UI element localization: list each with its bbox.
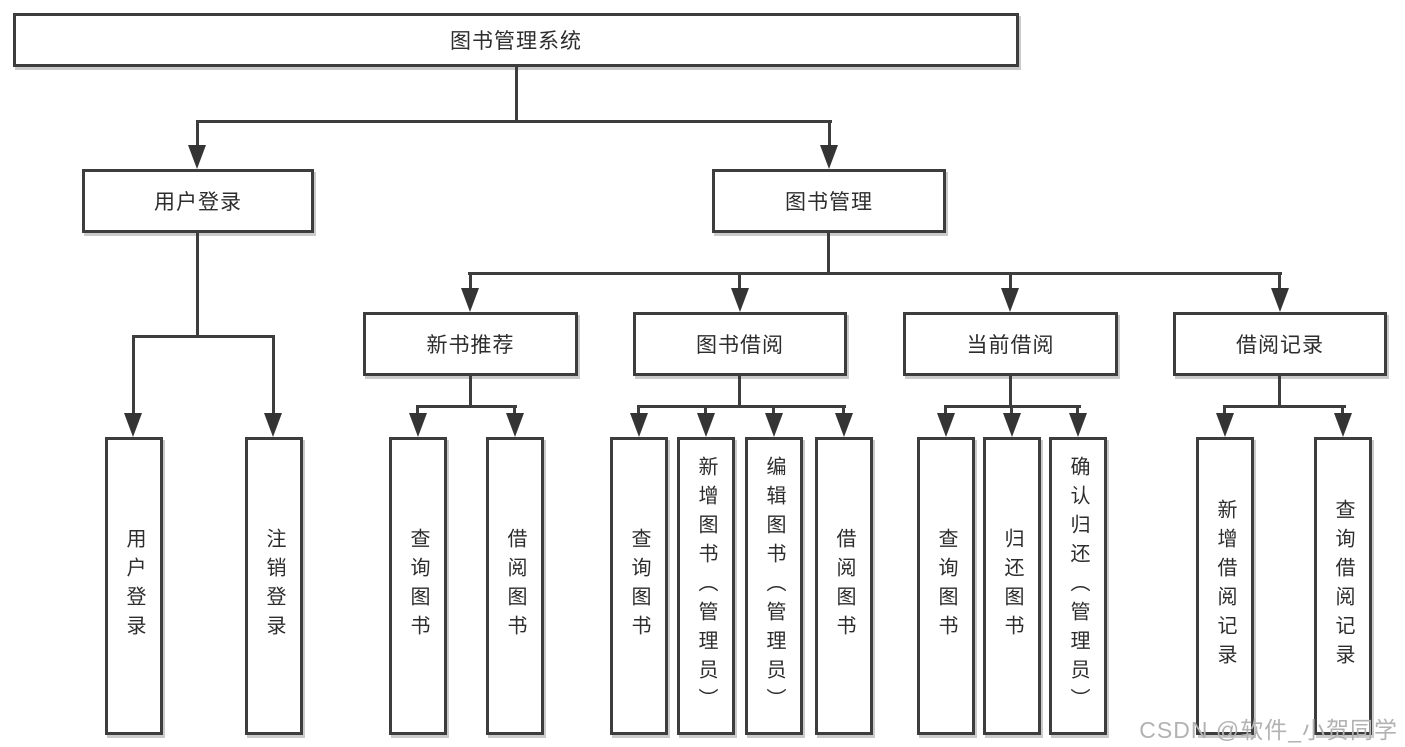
arrowhead-icon [1069, 413, 1087, 437]
connector-line [515, 66, 518, 122]
leaf-return-books: 归还图书 [983, 437, 1041, 735]
connector-line [196, 122, 199, 150]
leaf-query-books-1-label: 查询图书 [407, 528, 429, 644]
node-book-borrowing: 图书借阅 [633, 312, 847, 376]
arrowhead-icon [124, 413, 142, 437]
connector-line [704, 407, 707, 416]
leaf-borrow-books-1-label: 借阅图书 [504, 528, 526, 644]
node-borrowing-records-label: 借阅记录 [1236, 334, 1324, 357]
connector-line [196, 120, 832, 123]
connector-line [637, 405, 846, 408]
arrowhead-icon [1003, 413, 1021, 437]
leaf-edit-books-admin-label: 编辑图书（管理员） [763, 455, 785, 717]
connector-line [828, 122, 831, 150]
connector-line [738, 274, 741, 290]
connector-line [842, 407, 845, 416]
connector-line [738, 375, 741, 407]
node-new-book-recommend-label: 新书推荐 [426, 334, 515, 357]
node-current-borrowing: 当前借阅 [903, 312, 1118, 376]
connector-line [1223, 405, 1346, 408]
connector-line [132, 337, 135, 415]
arrowhead-icon [461, 288, 479, 312]
connector-line [1278, 375, 1281, 407]
node-root: 图书管理系统 [13, 13, 1019, 67]
leaf-query-books-2: 查询图书 [610, 437, 668, 735]
arrowhead-icon [506, 413, 524, 437]
connector-line [469, 274, 472, 290]
leaf-query-borrow-record: 查询借阅记录 [1314, 437, 1372, 735]
node-new-book-recommend: 新书推荐 [363, 312, 578, 376]
leaf-query-books-2-label: 查询图书 [628, 528, 650, 644]
connector-line [637, 407, 640, 416]
leaf-borrow-books-1: 借阅图书 [486, 437, 544, 735]
node-book-management: 图书管理 [712, 169, 946, 233]
leaf-query-books-1: 查询图书 [389, 437, 447, 735]
arrowhead-icon [697, 413, 715, 437]
arrowhead-icon [1334, 413, 1352, 437]
leaf-logout-label: 注销登录 [263, 528, 285, 644]
leaf-query-borrow-record-label: 查询借阅记录 [1332, 499, 1354, 673]
node-current-borrowing-label: 当前借阅 [966, 334, 1055, 357]
leaf-borrow-books-2: 借阅图书 [815, 437, 873, 735]
connector-line [944, 407, 947, 416]
leaf-borrow-books-2-label: 借阅图书 [833, 528, 855, 644]
arrowhead-icon [731, 288, 749, 312]
connector-line [1076, 407, 1079, 416]
connector-line [469, 375, 472, 407]
node-borrowing-records: 借阅记录 [1173, 312, 1387, 376]
node-user-login-label: 用户登录 [154, 191, 242, 214]
connector-line [416, 407, 419, 416]
leaf-add-borrow-record: 新增借阅记录 [1196, 437, 1254, 735]
leaf-confirm-return-admin: 确认归还（管理员） [1049, 437, 1107, 735]
node-book-borrowing-label: 图书借阅 [696, 334, 784, 357]
arrowhead-icon [820, 145, 838, 169]
node-book-management-label: 图书管理 [785, 191, 873, 214]
leaf-query-books-3-label: 查询图书 [935, 528, 957, 644]
arrowhead-icon [409, 413, 427, 437]
leaf-return-books-label: 归还图书 [1001, 528, 1023, 644]
leaf-user-login: 用户登录 [105, 437, 163, 735]
node-user-login: 用户登录 [82, 169, 314, 233]
connector-line [1278, 274, 1281, 290]
arrowhead-icon [264, 413, 282, 437]
connector-line [1009, 375, 1012, 407]
arrowhead-icon [1001, 288, 1019, 312]
connector-line [1009, 274, 1012, 290]
arrowhead-icon [1216, 413, 1234, 437]
connector-line [1010, 407, 1013, 416]
connector-line [272, 337, 275, 415]
leaf-user-login-label: 用户登录 [123, 528, 145, 644]
connector-line [196, 233, 199, 337]
node-root-label: 图书管理系统 [450, 30, 582, 53]
leaf-add-books-admin: 新增图书（管理员） [677, 437, 735, 735]
leaf-confirm-return-admin-label: 确认归还（管理员） [1067, 455, 1089, 717]
connector-line [944, 405, 1081, 408]
arrowhead-icon [835, 413, 853, 437]
connector-line [1223, 407, 1226, 416]
csdn-watermark: CSDN @软件_小贺同学 [1139, 717, 1398, 743]
leaf-add-borrow-record-label: 新增借阅记录 [1214, 499, 1236, 673]
arrowhead-icon [630, 413, 648, 437]
arrowhead-icon [765, 413, 783, 437]
leaf-edit-books-admin: 编辑图书（管理员） [745, 437, 803, 735]
arrowhead-icon [937, 413, 955, 437]
connector-line [1341, 407, 1344, 416]
leaf-logout: 注销登录 [245, 437, 303, 735]
leaf-add-books-admin-label: 新增图书（管理员） [695, 455, 717, 717]
connector-line [827, 233, 830, 275]
leaf-query-books-3: 查询图书 [917, 437, 975, 735]
connector-line [132, 335, 275, 338]
connector-line [468, 272, 1282, 275]
connector-line [772, 407, 775, 416]
connector-line [513, 407, 516, 416]
arrowhead-icon [1271, 288, 1289, 312]
connector-line [416, 405, 517, 408]
arrowhead-icon [188, 145, 206, 169]
